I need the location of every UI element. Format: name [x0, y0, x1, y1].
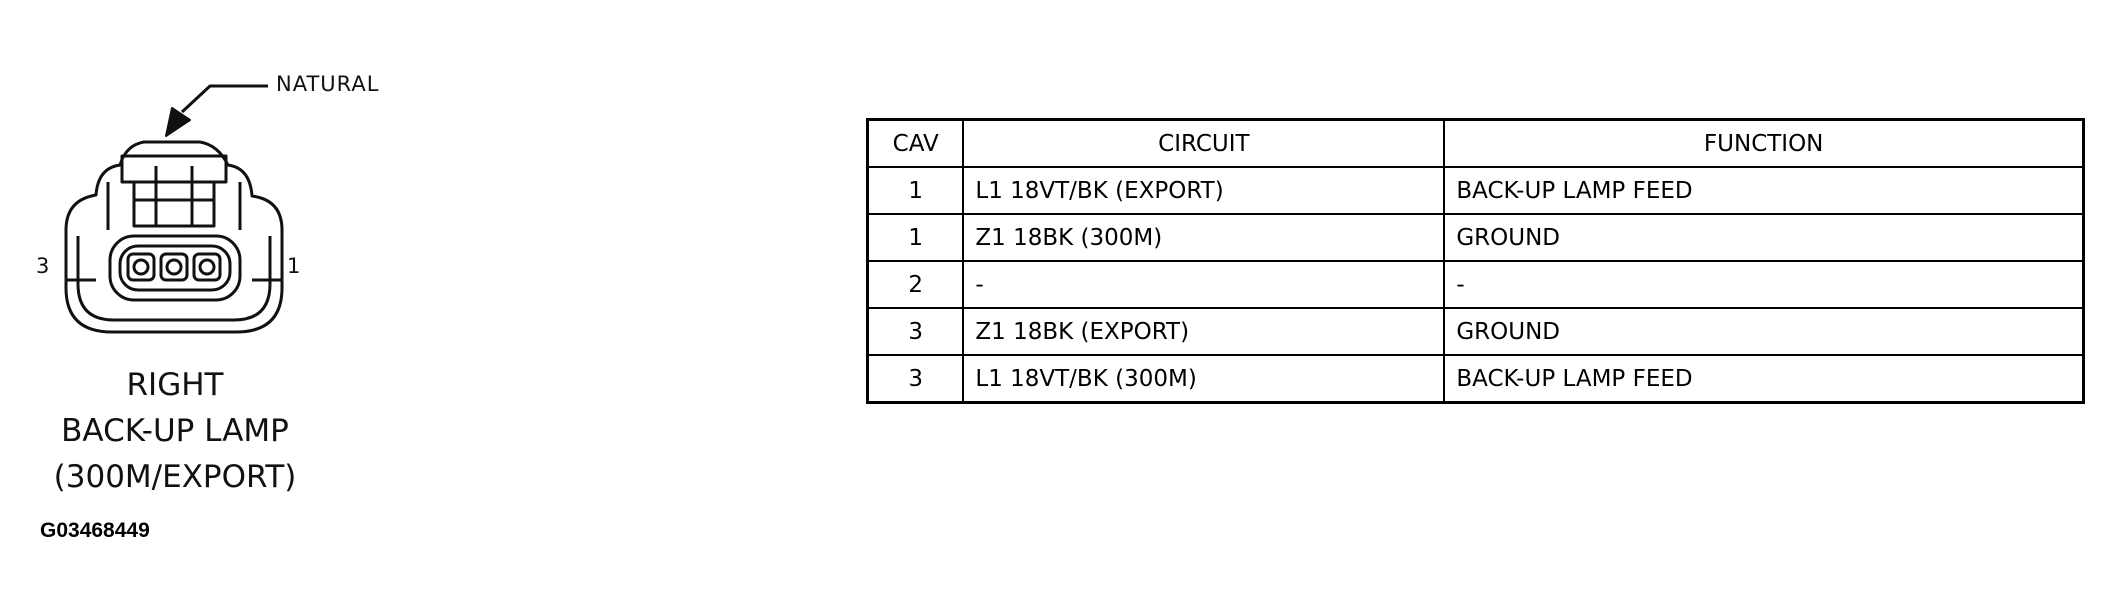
table-row: 3 L1 18VT/BK (300M) BACK-UP LAMP FEED	[866, 354, 2085, 404]
terminal-cavity-3	[126, 252, 156, 282]
terminal-cavity-1	[192, 252, 222, 282]
cav-cell: 3	[866, 307, 965, 356]
header-circuit: CIRCUIT	[962, 118, 1446, 168]
circuit-cell: -	[962, 260, 1446, 309]
circuit-cell: L1 18VT/BK (300M)	[962, 354, 1446, 404]
function-cell: GROUND	[1443, 213, 2085, 262]
connector-face-drawing	[64, 84, 284, 334]
function-cell: BACK-UP LAMP FEED	[1443, 354, 2085, 404]
figure-id: G03468449	[40, 519, 150, 542]
terminal-cavity-2	[159, 252, 189, 282]
function-cell: GROUND	[1443, 307, 2085, 356]
housing-inner-outline	[76, 236, 272, 322]
connector-caption: RIGHT BACK-UP LAMP (300M/EXPORT)	[40, 362, 310, 500]
circuit-cell: Z1 18BK (300M)	[962, 213, 1446, 262]
table-row: 1 L1 18VT/BK (EXPORT) BACK-UP LAMP FEED	[866, 166, 2085, 215]
caption-line-3: (300M/EXPORT)	[53, 459, 297, 495]
header-function: FUNCTION	[1443, 118, 2085, 168]
table-row: 1 Z1 18BK (300M) GROUND	[866, 213, 2085, 262]
circuit-cell: L1 18VT/BK (EXPORT)	[962, 166, 1446, 215]
pinout-table: CAV CIRCUIT FUNCTION 1 L1 18VT/BK (EXPOR…	[866, 118, 2085, 404]
cav-cell: 2	[866, 260, 965, 309]
table-row: 2 - -	[866, 260, 2085, 309]
connector-color-label: NATURAL	[276, 72, 380, 96]
caption-line-2: BACK-UP LAMP	[61, 413, 289, 449]
locking-latch	[106, 154, 242, 230]
cav-cell: 3	[866, 354, 965, 404]
pin-number-left: 3	[36, 254, 50, 278]
caption-line-1: RIGHT	[126, 367, 224, 403]
cav-cell: 1	[866, 213, 965, 262]
header-cav: CAV	[866, 118, 965, 168]
table-row: 3 Z1 18BK (EXPORT) GROUND	[866, 307, 2085, 356]
leader-arrow	[165, 84, 268, 137]
cavity-housing	[108, 234, 242, 302]
cav-cell: 1	[866, 166, 965, 215]
circuit-cell: Z1 18BK (EXPORT)	[962, 307, 1446, 356]
function-cell: -	[1443, 260, 2085, 309]
pin-number-right: 1	[287, 254, 301, 278]
table-header-row: CAV CIRCUIT FUNCTION	[866, 118, 2085, 168]
function-cell: BACK-UP LAMP FEED	[1443, 166, 2085, 215]
connector-housing	[64, 140, 284, 334]
